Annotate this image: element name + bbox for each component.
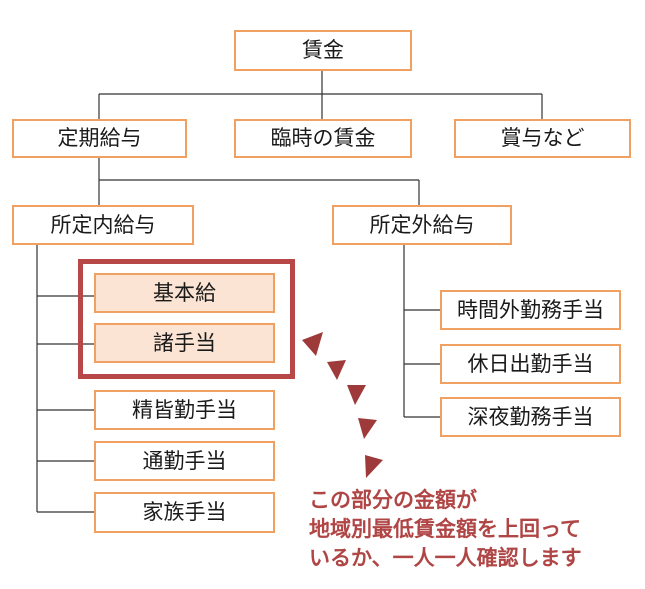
arrow-icon [358,418,377,439]
node-perfect-attendance-allowance: 精皆勤手当 [94,390,275,430]
highlight-frame [78,259,295,379]
node-regular-pay: 定期給与 [12,119,187,158]
node-overtime-allowance: 時間外勤務手当 [440,290,621,330]
arrow-icon [347,385,366,405]
node-wage: 賃金 [234,30,412,71]
arrow-icon [302,332,323,356]
annotation-line: 地域別最低賃金額を上回って [309,517,581,541]
node-late-night-allowance: 深夜勤務手当 [440,397,621,437]
arrow-icon [365,455,383,478]
arrow-icon [327,360,346,380]
node-temporary-wage: 臨時の賃金 [234,119,412,158]
node-base-pay: 基本給 [94,273,275,313]
node-allowances: 諸手当 [94,323,275,363]
node-holiday-allowance: 休日出勤手当 [440,344,621,384]
node-scheduled-pay: 所定内給与 [12,205,194,245]
node-non-scheduled-pay: 所定外給与 [332,205,512,245]
annotation-line: この部分の金額が [309,488,477,512]
node-bonus: 賞与など [454,119,631,158]
annotation-line: いるか、一人一人確認します [309,546,582,570]
annotation-note: この部分の金額が 地域別最低賃金額を上回って いるか、一人一人確認します [309,486,639,573]
node-family-allowance: 家族手当 [94,492,275,533]
node-commuting-allowance: 通勤手当 [94,441,275,481]
